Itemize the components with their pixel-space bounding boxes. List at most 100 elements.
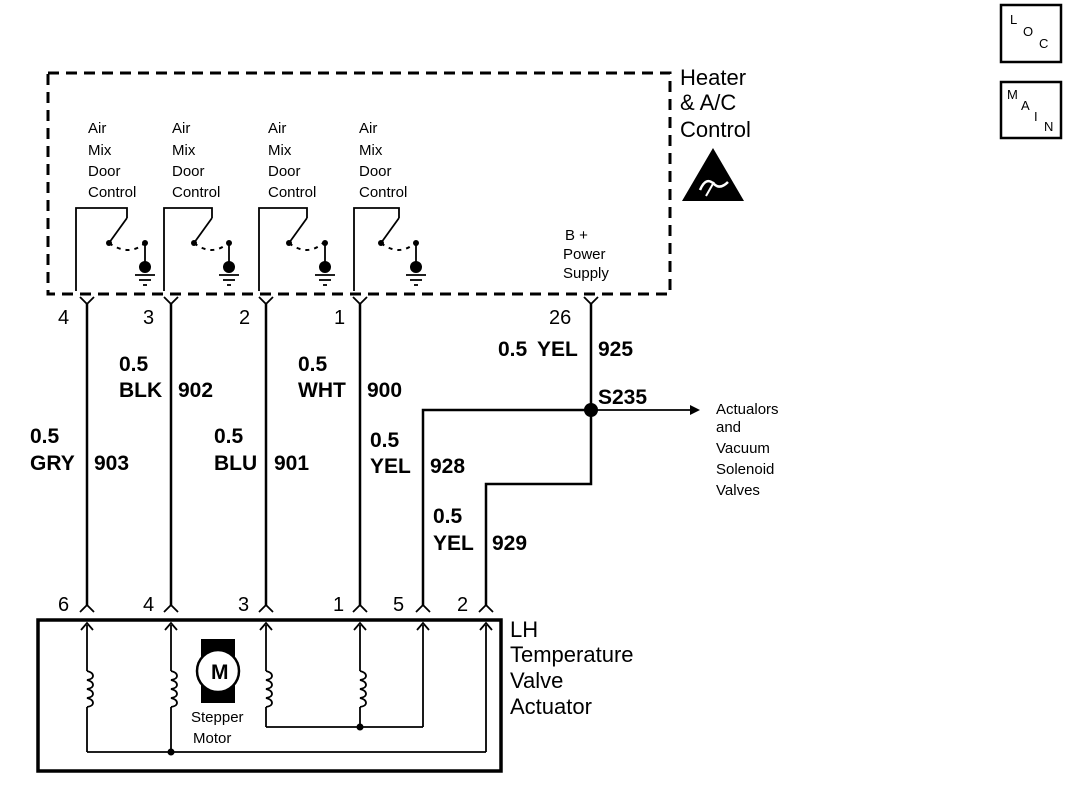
heater-ac-control-module: Heater & A/C Control B + Power Supply Ai… [46, 65, 751, 296]
destination-line-3: Vacuum [716, 440, 770, 457]
actuator-name-line-1: LH [510, 617, 538, 642]
upper-pin-2: 2 [239, 307, 250, 329]
main-badge-letter-3: I [1034, 109, 1038, 124]
module-name-line-3: Control [680, 117, 751, 142]
power-supply-line-1: B + [565, 227, 588, 244]
wire-925-size: 0.5 [498, 338, 528, 361]
wire-yel-928 [421, 408, 591, 605]
wire-928-circuit: 928 [430, 455, 465, 478]
wire-925-color: YEL [537, 338, 578, 361]
wire-labels: 0.5 GRY 903 0.5 BLK 902 0.5 BLU 901 0.5 … [30, 338, 647, 555]
wire-yel-929 [484, 410, 593, 605]
wire-900-color: WHT [298, 379, 346, 402]
harness-wires [85, 304, 700, 605]
splice-s235-dot [584, 403, 598, 417]
lower-pin-4: 4 [143, 594, 154, 616]
switch-3-label-line-2: Mix [268, 142, 292, 159]
switch-2-label-line-2: Mix [172, 142, 196, 159]
wire-928-color: YEL [370, 455, 411, 478]
switch-4-label-line-2: Mix [359, 142, 383, 159]
switch-1-label-line-2: Mix [88, 142, 112, 159]
air-mix-door-control-1: Air Mix Door Control [75, 120, 155, 291]
module-outline [46, 71, 672, 296]
motor-label-line-1: Stepper [191, 709, 244, 726]
motor-symbol: M [211, 661, 229, 684]
upper-pin-3: 3 [143, 307, 154, 329]
main-badge-letter-2: A [1021, 98, 1030, 113]
switch-4-label-line-3: Door [359, 163, 392, 180]
coil-2 [170, 670, 178, 708]
upper-pin-26: 26 [549, 307, 571, 329]
switch-1-label-line-1: Air [88, 120, 106, 137]
upper-pin-1: 1 [334, 307, 345, 329]
destination-line-4: Solenoid [716, 461, 774, 478]
power-supply-line-2: Power [563, 246, 606, 263]
air-mix-door-control-2: Air Mix Door Control [163, 120, 239, 291]
main-badge-letter-1: M [1007, 87, 1018, 102]
arrow-right-icon [690, 405, 700, 415]
coil-1 [86, 670, 94, 708]
wire-929-size: 0.5 [433, 505, 463, 528]
switch-1-label-line-4: Control [88, 184, 136, 201]
wire-929-circuit: 929 [492, 532, 527, 555]
upper-connector: 4 3 2 1 26 [58, 296, 599, 329]
wire-903-circuit: 903 [94, 452, 129, 475]
splice-label: S235 [598, 386, 647, 409]
lower-pin-5: 5 [393, 594, 404, 616]
lower-pin-3: 3 [238, 594, 249, 616]
switch-1-label-line-3: Door [88, 163, 121, 180]
actuator-name-line-3: Valve [510, 668, 563, 693]
wire-929-color: YEL [433, 532, 474, 555]
switch-2-label-line-3: Door [172, 163, 205, 180]
coil-3 [265, 670, 273, 708]
wire-901-circuit: 901 [274, 452, 309, 475]
lower-pin-2: 2 [457, 594, 468, 616]
actuator-name-line-2: Temperature [510, 642, 634, 667]
loc-badge-letter-3: C [1039, 36, 1048, 51]
wire-903-size: 0.5 [30, 425, 60, 448]
upper-pin-4: 4 [58, 307, 69, 329]
wire-902-color: BLK [119, 379, 162, 402]
lower-pin-1: 1 [333, 594, 344, 616]
wire-900-circuit: 900 [367, 379, 402, 402]
stepper-motor-icon: M [195, 639, 241, 703]
wire-925-circuit: 925 [598, 338, 633, 361]
switch-2-label-line-4: Control [172, 184, 220, 201]
switch-3-label-line-3: Door [268, 163, 301, 180]
motor-label-line-2: Motor [193, 730, 231, 747]
destination-line-1: Actualors [716, 401, 779, 418]
module-name-line-1: Heater [680, 65, 746, 90]
main-badge-letter-4: N [1044, 119, 1053, 134]
wire-903-color: GRY [30, 452, 75, 475]
air-mix-door-control-4: Air Mix Door Control [353, 120, 426, 291]
air-mix-door-control-3: Air Mix Door Control [258, 120, 335, 291]
power-supply-line-3: Supply [563, 265, 609, 282]
wire-901-color: BLU [214, 452, 257, 475]
switch-4-label-line-1: Air [359, 120, 377, 137]
loc-badge-letter-2: O [1023, 24, 1033, 39]
wire-901-size: 0.5 [214, 425, 244, 448]
lower-connector: 6 4 3 1 5 2 [58, 594, 494, 616]
lh-temperature-valve-actuator: LH Temperature Valve Actuator M Step [36, 617, 634, 773]
wire-902-circuit: 902 [178, 379, 213, 402]
module-name-line-2: & A/C [680, 90, 736, 115]
switch-2-label-line-1: Air [172, 120, 190, 137]
main-badge[interactable]: M A I N [999, 80, 1063, 140]
switch-3-label-line-4: Control [268, 184, 316, 201]
loc-badge-letter-1: L [1010, 12, 1017, 27]
wire-928-size: 0.5 [370, 429, 400, 452]
loc-badge[interactable]: L O C [999, 3, 1063, 64]
wire-902-size: 0.5 [119, 353, 149, 376]
switch-4-label-line-4: Control [359, 184, 407, 201]
destination-line-5: Valves [716, 482, 760, 499]
lower-pin-6: 6 [58, 594, 69, 616]
actuator-name-line-4: Actuator [510, 694, 592, 719]
switch-3-label-line-1: Air [268, 120, 286, 137]
coil-4 [359, 670, 367, 708]
esd-warning-icon [682, 148, 744, 201]
splice-destination: Actualors and Vacuum Solenoid Valves [716, 401, 779, 499]
destination-line-2: and [716, 419, 741, 436]
actuator-outline [36, 618, 503, 773]
wire-900-size: 0.5 [298, 353, 328, 376]
